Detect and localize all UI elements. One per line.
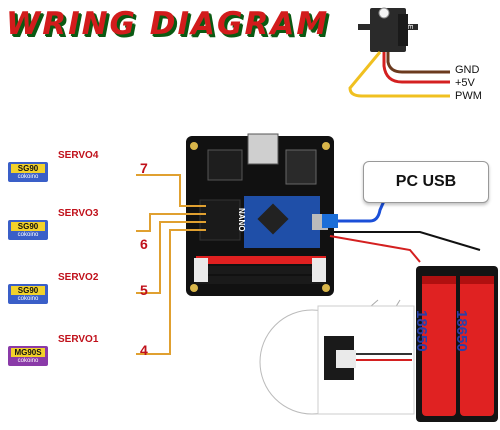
controller-board: [186, 133, 334, 296]
servo-2-name: SERVO2: [58, 272, 99, 283]
servo-wires: [136, 174, 206, 355]
wire-label-5v: +5V: [455, 77, 475, 89]
servo-4-model: SG90: [11, 164, 45, 173]
battery-holder: [416, 266, 498, 422]
servo-3-model: SG90: [11, 222, 45, 231]
servo-top-label: SERVO: [406, 20, 413, 45]
usb-cable: [322, 200, 386, 228]
servo-2-model: SG90: [11, 286, 45, 295]
servo-3-body: SG90 cokoino: [8, 220, 48, 240]
wire-label-gnd: GND: [455, 64, 480, 76]
servo-4-pin: 7: [140, 160, 148, 176]
servo-3-pin: 6: [140, 236, 148, 252]
wire-label-pwm: PWM: [455, 90, 482, 102]
servo-2-brand: cokoino: [17, 296, 39, 302]
servo-2-body: SG90 cokoino: [8, 284, 48, 304]
servo-4-brand: cokoino: [17, 174, 39, 180]
servo-3-brand: cokoino: [17, 232, 39, 238]
battery-1-label: 18650: [413, 310, 430, 352]
servo-3-name: SERVO3: [58, 208, 99, 219]
servo-1-name: SERVO1: [58, 334, 99, 345]
servo-2-pin: 5: [140, 282, 148, 298]
battery-2-label: 18650: [453, 310, 470, 352]
diagram-title: WRING DIAGRAM: [6, 6, 330, 42]
battery-wires: [329, 231, 481, 263]
servo-top-illustration: [348, 7, 450, 98]
servo-1-body: MG90S cokoino: [8, 346, 48, 366]
servo-4-name: SERVO4: [58, 150, 99, 161]
servo-1-model: MG90S: [11, 348, 45, 357]
pc-usb-box: PC USB: [363, 161, 489, 203]
board-label: NANO: [237, 208, 246, 232]
servo-4-body: SG90 cokoino: [8, 162, 48, 182]
servo-1-pin: 4: [140, 342, 148, 358]
connector-callout: [259, 299, 415, 415]
servo-1-brand: cokoino: [17, 358, 39, 364]
